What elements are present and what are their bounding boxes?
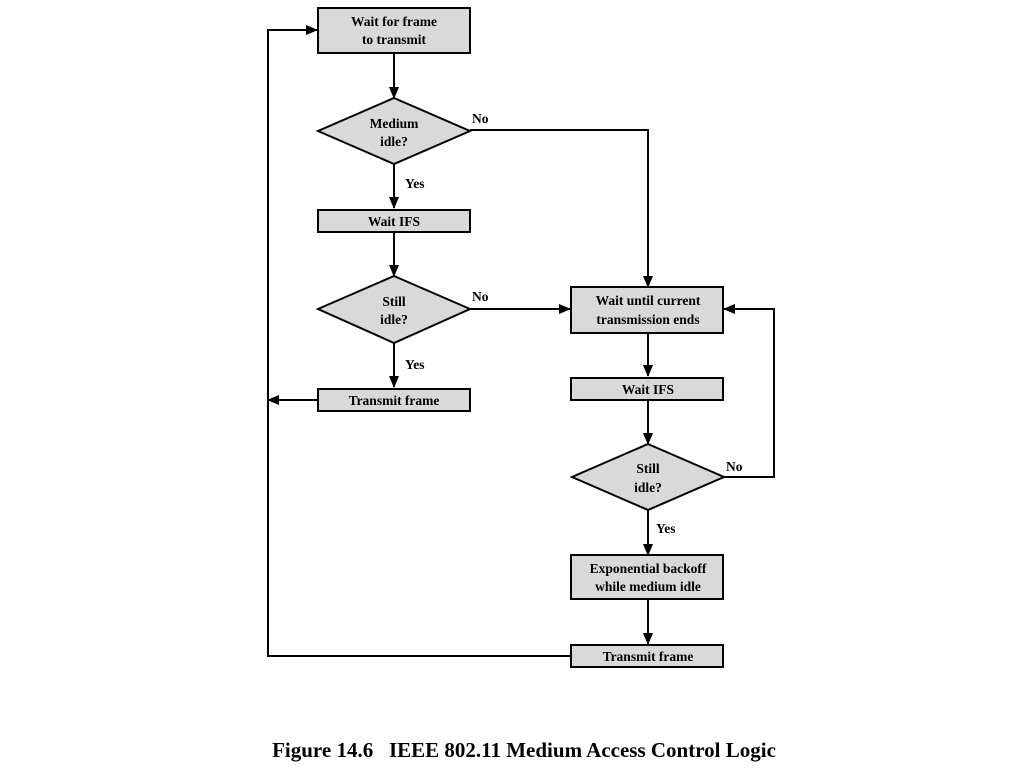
svg-text:idle?: idle?: [380, 134, 408, 149]
svg-text:transmission ends: transmission ends: [596, 312, 699, 327]
svg-text:Wait for frame: Wait for frame: [351, 14, 437, 29]
svg-text:to transmit: to transmit: [362, 32, 427, 47]
svg-text:Wait IFS: Wait IFS: [622, 382, 674, 397]
svg-text:Wait until current: Wait until current: [596, 293, 701, 308]
edge-still2-no: [723, 304, 775, 478]
svg-text:Still: Still: [636, 461, 660, 476]
node-transmit-frame-bottom: Transmit frame: [570, 644, 724, 668]
edge-label-still2-no: No: [726, 459, 743, 474]
svg-text:while medium idle: while medium idle: [595, 579, 701, 594]
node-medium-idle-decision: Medium idle?: [315, 96, 473, 166]
node-exponential-backoff: Exponential backoff while medium idle: [570, 554, 724, 600]
svg-text:Still: Still: [382, 294, 406, 309]
edge-medium-no: [470, 129, 653, 288]
edge-label-medium-yes: Yes: [405, 176, 425, 191]
edge-loop-back: [267, 25, 571, 657]
svg-text:Wait IFS: Wait IFS: [368, 214, 420, 229]
edge-label-still1-yes: Yes: [405, 357, 425, 372]
svg-text:idle?: idle?: [380, 312, 408, 327]
node-transmit-frame-left: Transmit frame: [317, 388, 471, 412]
svg-text:Medium: Medium: [370, 116, 420, 131]
svg-text:idle?: idle?: [634, 480, 662, 495]
node-wait-ifs-right: Wait IFS: [570, 377, 724, 401]
figure-caption: Figure 14.6 IEEE 802.11 Medium Access Co…: [272, 738, 776, 762]
svg-text:Exponential backoff: Exponential backoff: [590, 561, 707, 576]
node-wait-ifs-left: Wait IFS: [317, 209, 471, 233]
node-wait-until-transmission-ends: Wait until current transmission ends: [570, 286, 724, 334]
node-still-idle-right-decision: Still idle?: [569, 442, 727, 512]
edge-label-medium-no: No: [472, 111, 489, 126]
node-still-idle-left-decision: Still idle?: [315, 274, 473, 345]
node-wait-for-frame: Wait for frame to transmit: [317, 7, 471, 54]
svg-text:Transmit frame: Transmit frame: [349, 393, 440, 408]
edge-label-still2-yes: Yes: [656, 521, 676, 536]
edge-label-still1-no: No: [472, 289, 489, 304]
svg-text:Transmit frame: Transmit frame: [603, 649, 694, 664]
